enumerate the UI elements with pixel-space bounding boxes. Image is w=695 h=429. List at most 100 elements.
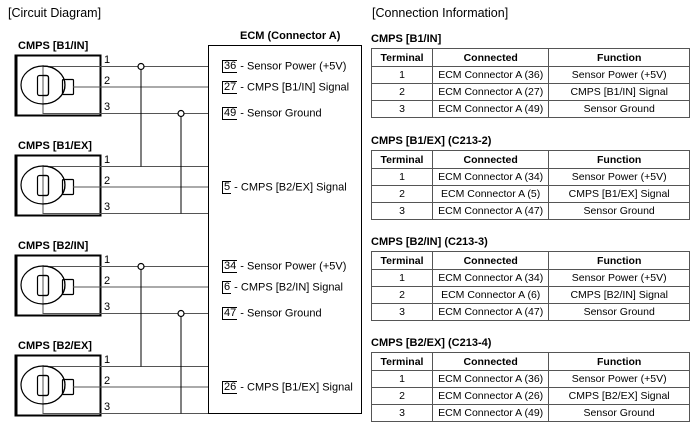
cell-connected: ECM Connector A (47) [432, 303, 550, 321]
cell-function: Sensor Ground [548, 100, 690, 118]
pin-number-b2ex-1: 1 [104, 354, 111, 366]
ecm-terminal-desc-47: - Sensor Ground [237, 307, 322, 320]
table-title-b2ex: CMPS [B2/EX] (C213-4) [371, 337, 492, 349]
cell-connected: ECM Connector A (27) [432, 83, 550, 101]
column-header-connected: Connected [431, 352, 550, 371]
lead-b2ex-p3 [42, 404, 208, 415]
table-title-b1ex: CMPS [B1/EX] (C213-2) [371, 135, 492, 147]
table-header-row: Terminal Connected Function [370, 251, 690, 270]
column-header-function: Function [548, 251, 690, 270]
lead-b2ex-p1 [42, 365, 208, 404]
cell-function: CMPS [B2/IN] Signal [548, 286, 690, 304]
ecm-terminal-number-26: 26 [222, 381, 238, 394]
cell-terminal: 3 [370, 303, 434, 321]
ecm-terminal-number-6: 6 [222, 281, 232, 294]
cell-terminal: 2 [370, 286, 434, 304]
table-title-b1in: CMPS [B1/IN] [371, 33, 442, 45]
column-header-function: Function [548, 150, 690, 169]
cell-terminal: 1 [370, 269, 434, 287]
table-row: 2 ECM Connector A (26) CMPS [B2/EX] Sign… [371, 387, 690, 405]
cell-connected: ECM Connector A (34) [432, 269, 550, 287]
cell-terminal: 2 [370, 83, 434, 101]
table-row: 2 ECM Connector A (5) CMPS [B1/EX] Signa… [371, 185, 690, 203]
pin-number-b1ex-2: 2 [104, 175, 111, 187]
table-row: 2 ECM Connector A (6) CMPS [B2/IN] Signa… [370, 286, 690, 304]
ecm-terminal-49: 49 - Sensor Ground [222, 107, 322, 120]
ecm-terminal-number-34: 34 [222, 260, 238, 273]
pin-number-b2in-2: 2 [104, 275, 111, 287]
ecm-terminal-desc-49: - Sensor Ground [237, 107, 322, 120]
cell-terminal: 1 [370, 66, 434, 84]
cell-connected: ECM Connector A (6) [432, 286, 550, 304]
cell-connected: ECM Connector A (36) [432, 66, 550, 84]
circuit-diagram: CMPS [B1/IN] CMPS [B1/EX] CMPS [B2/IN] C… [14, 30, 363, 417]
table-row: 1 ECM Connector A (34) Sensor Power (+5V… [371, 168, 690, 186]
column-header-connected: Connected [432, 48, 550, 67]
column-header-connected: Connected [432, 251, 550, 270]
cell-function: Sensor Ground [548, 404, 690, 422]
ecm-terminal-6: 6 - CMPS [B2/IN] Signal [222, 281, 343, 294]
column-header-function: Function [548, 48, 690, 67]
table-row: 1 ECM Connector A (34) Sensor Power (+5V… [370, 269, 690, 287]
pin-number-b1in-2: 2 [104, 75, 111, 87]
table-header-row: Terminal Connected Function [370, 48, 690, 67]
cell-function: Sensor Power (+5V) [548, 168, 690, 186]
ecm-terminal-26: 26 - CMPS [B1/EX] Signal [222, 381, 353, 394]
ecm-terminal-5: 5 - CMPS [B2/EX] Signal [222, 181, 347, 194]
table-header-row: Terminal Connected Function [371, 150, 690, 169]
lead-b1ex-p3 [42, 204, 208, 215]
column-header-terminal: Terminal [370, 48, 434, 67]
cell-terminal: 3 [370, 100, 434, 118]
ecm-terminal-desc-5: - CMPS [B2/EX] Signal [231, 181, 347, 194]
table-row: 2 ECM Connector A (27) CMPS [B1/IN] Sign… [370, 83, 690, 101]
pin-number-b1in-1: 1 [104, 54, 111, 66]
ecm-terminal-number-36: 36 [222, 60, 238, 73]
pin-number-b1in-3: 3 [104, 101, 111, 113]
ecm-terminal-34: 34 - Sensor Power (+5V) [222, 260, 346, 273]
cell-function: CMPS [B1/IN] Signal [548, 83, 690, 101]
cell-function: CMPS [B2/EX] Signal [548, 387, 690, 405]
connection-table-b2ex: Terminal Connected Function 1 ECM Connec… [371, 352, 690, 422]
pin-number-b2in-3: 3 [104, 301, 111, 313]
pin-number-b1ex-1: 1 [104, 154, 111, 166]
cell-terminal: 1 [371, 370, 433, 388]
ecm-connector-title: ECM (Connector A) [240, 30, 341, 42]
column-header-terminal: Terminal [370, 251, 434, 270]
pin-number-b2ex-3: 3 [104, 401, 111, 413]
cell-connected: ECM Connector A (26) [431, 387, 550, 405]
lead-b2in-p3 [42, 304, 208, 315]
cell-function: Sensor Ground [548, 202, 690, 220]
ecm-terminal-number-27: 27 [222, 81, 238, 94]
ecm-terminal-47: 47 - Sensor Ground [222, 307, 322, 320]
ecm-terminal-number-49: 49 [222, 107, 238, 120]
pin-number-b1ex-3: 3 [104, 201, 111, 213]
ecm-terminal-36: 36 - Sensor Power (+5V) [222, 60, 346, 73]
connection-table-b2in: Terminal Connected Function 1 ECM Connec… [370, 251, 690, 321]
ecm-terminal-desc-36: - Sensor Power (+5V) [237, 60, 347, 73]
cell-connected: ECM Connector A (5) [431, 185, 550, 203]
table-row: 3 ECM Connector A (47) Sensor Ground [371, 202, 690, 220]
ecm-terminal-desc-26: - CMPS [B1/EX] Signal [237, 381, 353, 394]
junction-dot-b1-ground [177, 109, 185, 118]
cell-connected: ECM Connector A (34) [431, 168, 550, 186]
table-row: 3 ECM Connector A (49) Sensor Ground [371, 404, 690, 422]
ecm-terminal-desc-6: - CMPS [B2/IN] Signal [231, 281, 343, 294]
connection-table-b1in: Terminal Connected Function 1 ECM Connec… [370, 48, 690, 118]
circuit-diagram-heading: [Circuit Diagram] [8, 6, 102, 20]
table-header-row: Terminal Connected Function [371, 352, 690, 371]
cell-terminal: 3 [371, 404, 433, 422]
cell-function: Sensor Ground [548, 303, 690, 321]
table-title-b2in: CMPS [B2/IN] (C213-3) [371, 236, 488, 248]
column-header-terminal: Terminal [371, 150, 433, 169]
cell-terminal: 1 [371, 168, 433, 186]
junction-dot-b2-ground [177, 309, 185, 318]
ecm-terminal-desc-34: - Sensor Power (+5V) [237, 260, 347, 273]
cell-connected: ECM Connector A (36) [431, 370, 550, 388]
cell-connected: ECM Connector A (49) [431, 404, 550, 422]
cell-function: CMPS [B1/EX] Signal [548, 185, 690, 203]
lead-b1ex-p1 [42, 165, 208, 204]
table-row: 1 ECM Connector A (36) Sensor Power (+5V… [371, 370, 690, 388]
connection-information-heading: [Connection Information] [372, 6, 509, 20]
cell-terminal: 2 [371, 387, 433, 405]
